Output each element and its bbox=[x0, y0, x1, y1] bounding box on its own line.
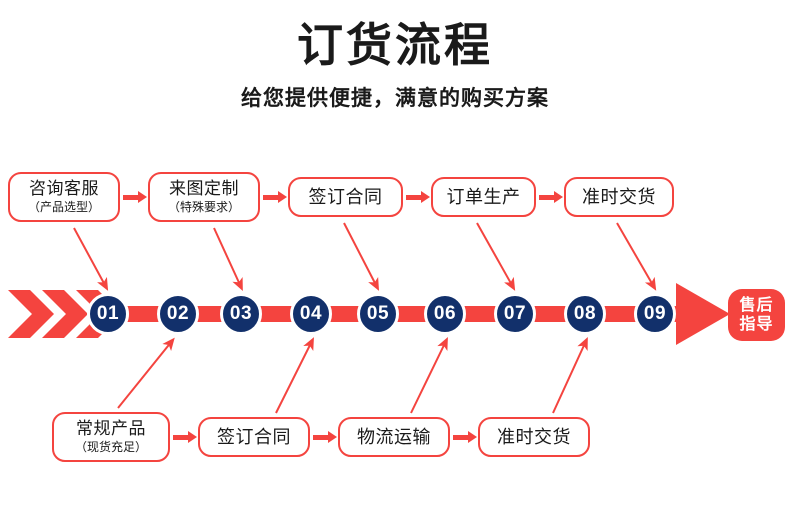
timeline-step-03-label: 03 bbox=[229, 303, 253, 324]
top-step-box-4[interactable]: 订单生产 bbox=[431, 177, 536, 217]
timeline-step-06[interactable]: 06 bbox=[424, 293, 466, 335]
timeline-step-08[interactable]: 08 bbox=[564, 293, 606, 335]
header: 订货流程 给您提供便捷，满意的购买方案 bbox=[0, 0, 790, 112]
bottom-step-box-2[interactable]: 签订合同 bbox=[198, 417, 310, 457]
timeline-step-04-label: 04 bbox=[299, 303, 323, 324]
timeline-step-06-label: 06 bbox=[433, 303, 457, 324]
timeline-step-08-label: 08 bbox=[573, 303, 597, 324]
top-step-box-3[interactable]: 签订合同 bbox=[288, 177, 403, 217]
top-step-box-3-title: 签订合同 bbox=[308, 187, 383, 207]
after-sales-badge-line1: 售后 bbox=[739, 297, 774, 314]
top-step-box-1-subtitle: （产品选型） bbox=[27, 200, 100, 214]
timeline-step-01-label: 01 bbox=[96, 303, 120, 324]
after-sales-badge-line2: 指导 bbox=[739, 316, 774, 333]
top-step-box-2-subtitle: （特殊要求） bbox=[167, 200, 240, 214]
top-step-box-2-title: 来图定制 bbox=[169, 179, 239, 198]
after-sales-badge[interactable]: 售后 指导 bbox=[728, 289, 785, 341]
bottom-step-box-4[interactable]: 准时交货 bbox=[478, 417, 590, 457]
bottom-step-box-1-subtitle: （现货充足） bbox=[74, 440, 147, 454]
line-box4-to-07 bbox=[476, 222, 516, 291]
bottom-step-box-4-title: 准时交货 bbox=[497, 427, 571, 447]
top-step-box-2[interactable]: 来图定制 （特殊要求） bbox=[148, 172, 260, 222]
timeline-step-03[interactable]: 03 bbox=[220, 293, 262, 335]
timeline-step-02[interactable]: 02 bbox=[157, 293, 199, 335]
timeline-step-04[interactable]: 04 bbox=[290, 293, 332, 335]
timeline-step-09[interactable]: 09 bbox=[634, 293, 676, 335]
timeline-step-07[interactable]: 07 bbox=[494, 293, 536, 335]
line-bbox3-to-06 bbox=[410, 337, 448, 414]
line-bbox1-to-02 bbox=[117, 337, 175, 409]
bottom-step-box-2-title: 签订合同 bbox=[217, 427, 291, 447]
bottom-step-box-1[interactable]: 常规产品 （现货充足） bbox=[52, 412, 170, 462]
timeline-step-02-label: 02 bbox=[166, 303, 190, 324]
chevron-icon-2 bbox=[42, 290, 88, 338]
top-step-box-5[interactable]: 准时交货 bbox=[564, 177, 674, 217]
line-box5-to-09 bbox=[616, 222, 657, 291]
line-box3-to-05 bbox=[343, 222, 380, 291]
top-step-box-1-title: 咨询客服 bbox=[29, 179, 99, 198]
bottom-step-box-3-title: 物流运输 bbox=[357, 427, 431, 447]
timeline-step-07-label: 07 bbox=[503, 303, 527, 324]
page-subtitle: 给您提供便捷，满意的购买方案 bbox=[241, 87, 549, 110]
bottom-step-box-1-title: 常规产品 bbox=[76, 419, 146, 438]
top-step-box-5-title: 准时交货 bbox=[582, 187, 656, 207]
line-bbox2-to-04 bbox=[275, 337, 314, 414]
timeline-step-09-label: 09 bbox=[643, 303, 667, 324]
line-bbox4-to-08 bbox=[552, 337, 588, 414]
timeline-step-01[interactable]: 01 bbox=[87, 293, 129, 335]
line-box1-to-01 bbox=[73, 227, 109, 291]
top-step-box-1[interactable]: 咨询客服 （产品选型） bbox=[8, 172, 120, 222]
page-title: 订货流程 bbox=[297, 19, 493, 71]
line-box2-to-03 bbox=[213, 227, 243, 292]
top-step-box-4-title: 订单生产 bbox=[446, 187, 521, 207]
bottom-step-box-3[interactable]: 物流运输 bbox=[338, 417, 450, 457]
chevron-icon-1 bbox=[8, 290, 54, 338]
timeline-step-05-label: 05 bbox=[366, 303, 390, 324]
timeline-step-05[interactable]: 05 bbox=[357, 293, 399, 335]
